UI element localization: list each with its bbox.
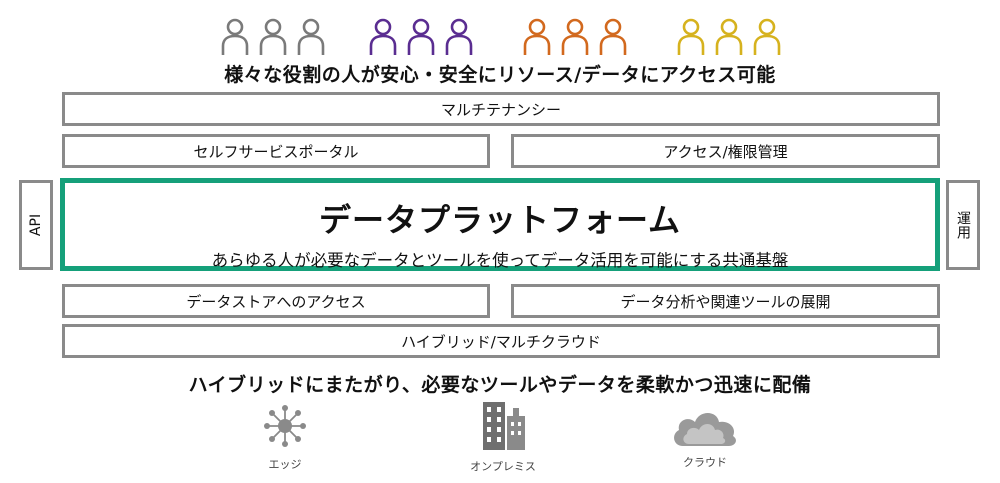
layer-analytics-tools: データ分析や関連ツールの展開 (511, 284, 940, 318)
person-icon (752, 18, 782, 56)
person-icon (258, 18, 288, 56)
layer-hybrid-multicloud-label: ハイブリッド/マルチクラウド (401, 332, 601, 351)
person-icon (522, 18, 552, 56)
layer-analytics-tools-label: データ分析や関連ツールの展開 (620, 292, 831, 311)
cloud-icon (674, 413, 736, 446)
layer-access-control-label: アクセス/権限管理 (663, 142, 788, 161)
person-icon (560, 18, 590, 56)
onprem-label: オンプレミス (470, 460, 536, 473)
edge-network-icon (264, 405, 306, 447)
side-api-label: API (28, 213, 44, 237)
onprem-item: オンプレミス (463, 398, 543, 474)
person-icon (406, 18, 436, 56)
cloud-label: クラウド (683, 456, 727, 469)
person-icon (598, 18, 628, 56)
platform-subtitle: あらゆる人が必要なデータとツールを使ってデータ活用を可能にする共通基盤 (211, 251, 789, 270)
platform-title: データプラットフォーム (318, 201, 682, 239)
layer-multitenancy: マルチテナンシー (62, 92, 940, 126)
person-icon (220, 18, 250, 56)
layer-datastore-access-label: データストアへのアクセス (186, 292, 366, 311)
layer-datastore-access: データストアへのアクセス (62, 284, 490, 318)
person-icon (676, 18, 706, 56)
person-icon (296, 18, 326, 56)
layer-self-service: セルフサービスポータル (62, 134, 490, 168)
heading-bottom: ハイブリッドにまたがり、必要なツールやデータを柔軟かつ迅速に配備 (188, 374, 812, 396)
edge-label: エッジ (268, 458, 302, 471)
person-icon (444, 18, 474, 56)
heading-top: 様々な役割の人が安心・安全にリソース/データにアクセス可能 (224, 64, 776, 86)
side-api: API (19, 180, 53, 270)
people-row (0, 18, 1000, 58)
side-operations: 運用 (946, 180, 980, 270)
data-platform-box: データプラットフォーム あらゆる人が必要なデータとツールを使ってデータ活用を可能… (60, 178, 940, 271)
layer-multitenancy-label: マルチテナンシー (440, 100, 561, 119)
buildings-icon (483, 402, 525, 450)
layer-access-control: アクセス/権限管理 (511, 134, 940, 168)
side-operations-label: 運用 (955, 211, 971, 239)
person-icon (368, 18, 398, 56)
layer-self-service-label: セルフサービスポータル (193, 142, 359, 161)
person-icon (714, 18, 744, 56)
layer-hybrid-multicloud: ハイブリッド/マルチクラウド (62, 324, 940, 358)
cloud-item: クラウド (665, 404, 745, 470)
edge-item: エッジ (250, 402, 320, 472)
